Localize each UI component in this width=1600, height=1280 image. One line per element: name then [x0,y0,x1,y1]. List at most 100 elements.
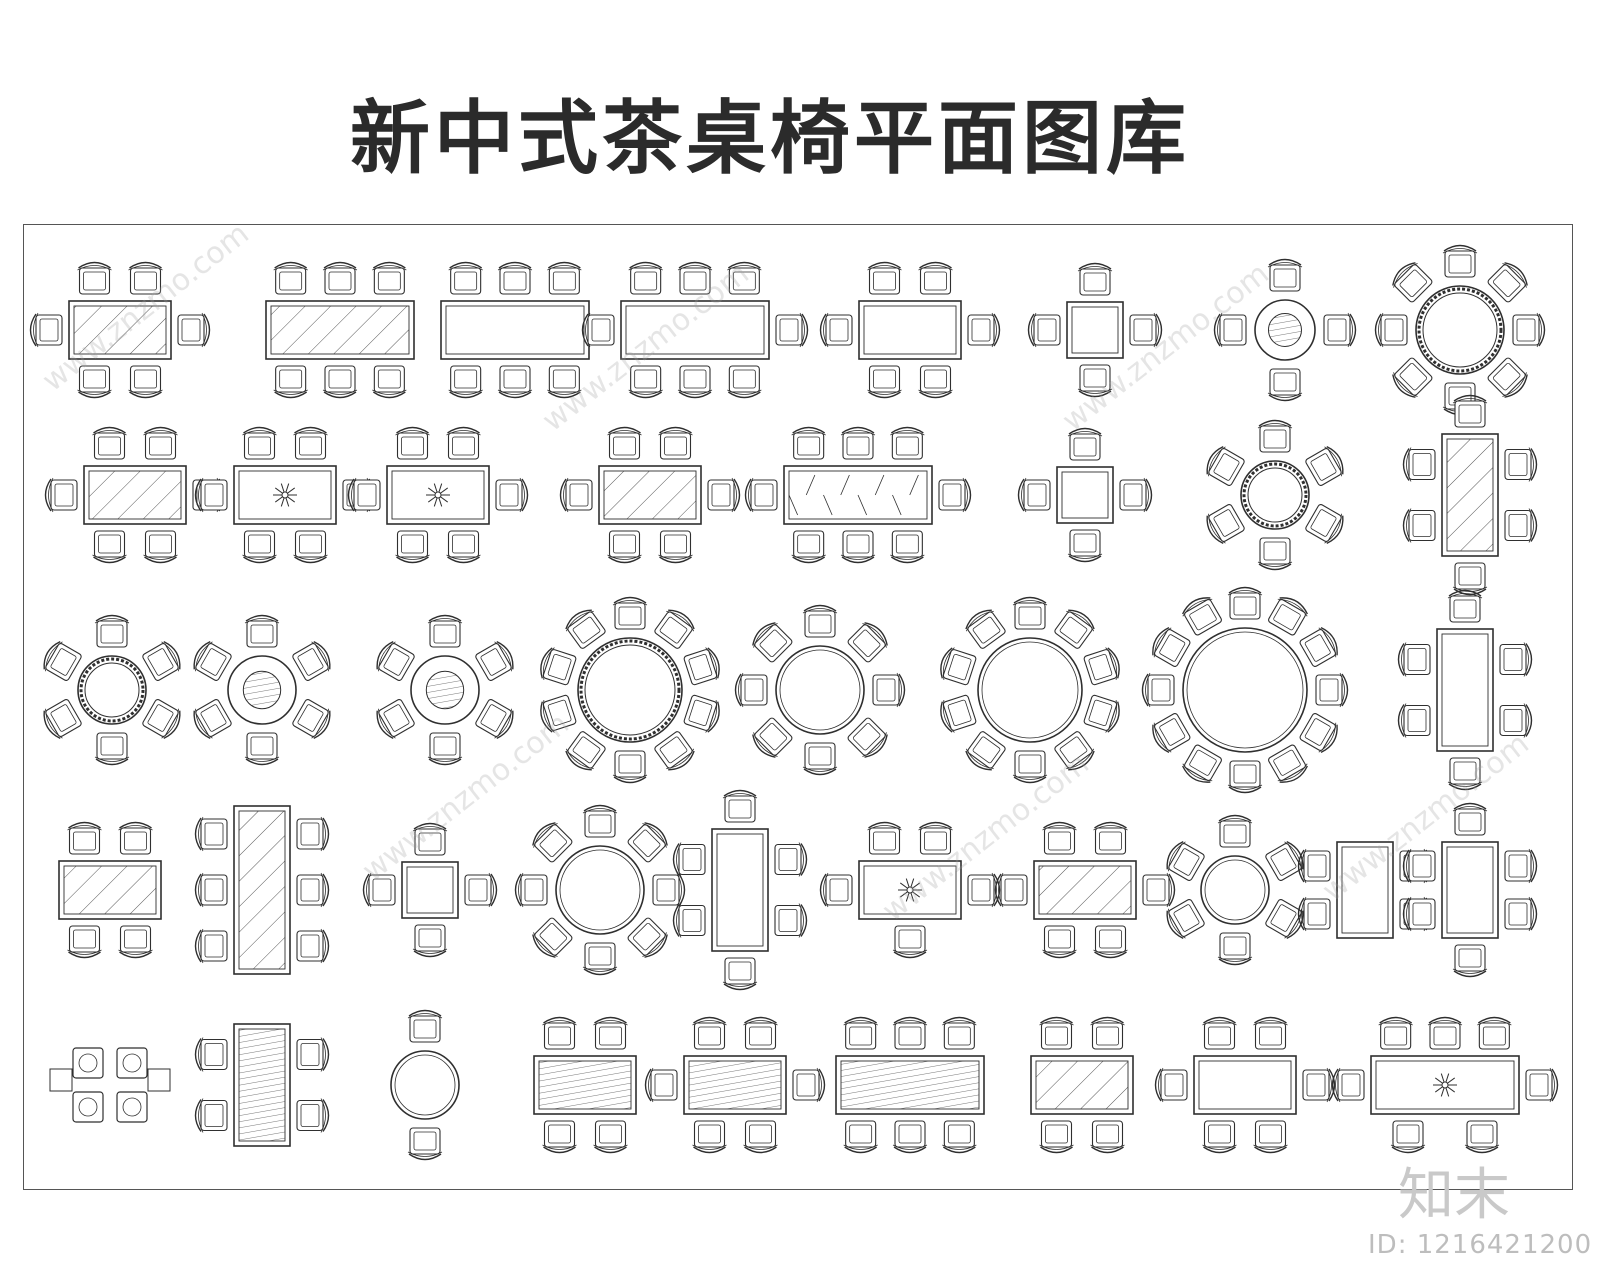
chair [652,872,686,908]
chair [734,672,768,708]
table-set-22 [940,596,1120,784]
chair [143,426,178,460]
chair [1042,925,1077,959]
chair [1402,896,1436,932]
chair [593,1120,628,1154]
chair [547,261,582,295]
table-set-16 [1402,394,1538,596]
chair [843,1016,878,1050]
chair [1499,642,1533,677]
chair [347,477,381,513]
chair [819,312,853,348]
table-set-18 [193,614,331,766]
chair [1206,446,1245,486]
chair [627,822,668,863]
chair [774,903,808,938]
chair [242,530,277,564]
chair [1253,1120,1288,1154]
chair [547,365,582,399]
chair [1315,672,1349,708]
chair [322,365,358,399]
chair [802,604,838,638]
table-set-21 [734,604,906,776]
chair [1427,1016,1463,1050]
chair [495,477,529,513]
chair [752,717,793,758]
chair [1452,394,1488,428]
chair [683,694,720,733]
chair [1378,1016,1413,1050]
chair [1452,802,1488,836]
chair [581,312,615,348]
chair [1152,713,1191,753]
table-set-17 [43,614,181,766]
chair [965,731,1006,771]
chair [1213,312,1247,348]
chair [1067,529,1103,563]
chair [446,426,481,460]
stool [72,1091,104,1123]
chair [542,1016,577,1050]
chair [475,699,514,739]
chair [872,672,906,708]
chair [644,1067,678,1103]
chair [791,530,826,564]
stool [116,1047,148,1079]
table-set-1 [29,261,211,399]
chair [67,821,102,855]
chair [44,477,78,513]
stool [116,1091,148,1123]
table-set-34 [1402,802,1538,978]
chair [1054,609,1095,649]
chair [918,261,953,295]
chair [1166,841,1205,881]
table-set-26 [194,805,330,975]
chair [94,732,130,766]
chair [1512,312,1546,348]
chair [847,622,888,663]
chair [890,426,925,460]
chair [1464,1120,1500,1154]
chair [1077,262,1113,296]
chair [542,1120,577,1154]
chair [1267,258,1303,292]
page-title: 新中式茶桌椅平面图库 [350,91,1190,185]
chair [67,925,102,959]
chair [1265,841,1304,881]
chair [407,1009,443,1043]
table-set-31 [994,821,1176,959]
chair [672,842,706,877]
chair [194,477,228,513]
chair [967,312,1001,348]
chair [942,1120,977,1154]
chair [1119,477,1153,513]
chair [1302,1067,1336,1103]
table-set-2 [265,261,415,399]
chair [1297,896,1331,932]
chair [1227,586,1263,620]
chair [1487,357,1528,398]
table-set-4 [581,261,809,399]
table-set-6 [1027,262,1163,398]
chair [1206,504,1245,544]
chair [940,694,977,733]
chair [427,732,463,766]
chair [867,365,902,399]
chair [867,261,902,295]
chair [540,647,577,686]
chair [1402,848,1436,884]
chair [1374,312,1408,348]
chair [296,872,330,908]
chair [658,426,693,460]
chair [627,917,668,958]
chair [1402,508,1436,543]
chair [559,477,593,513]
chair [840,530,876,564]
chair [362,872,396,908]
chair [372,365,407,399]
chair [446,530,481,564]
chair [940,647,977,686]
chair [1012,596,1048,630]
table-set-5 [819,261,1001,399]
